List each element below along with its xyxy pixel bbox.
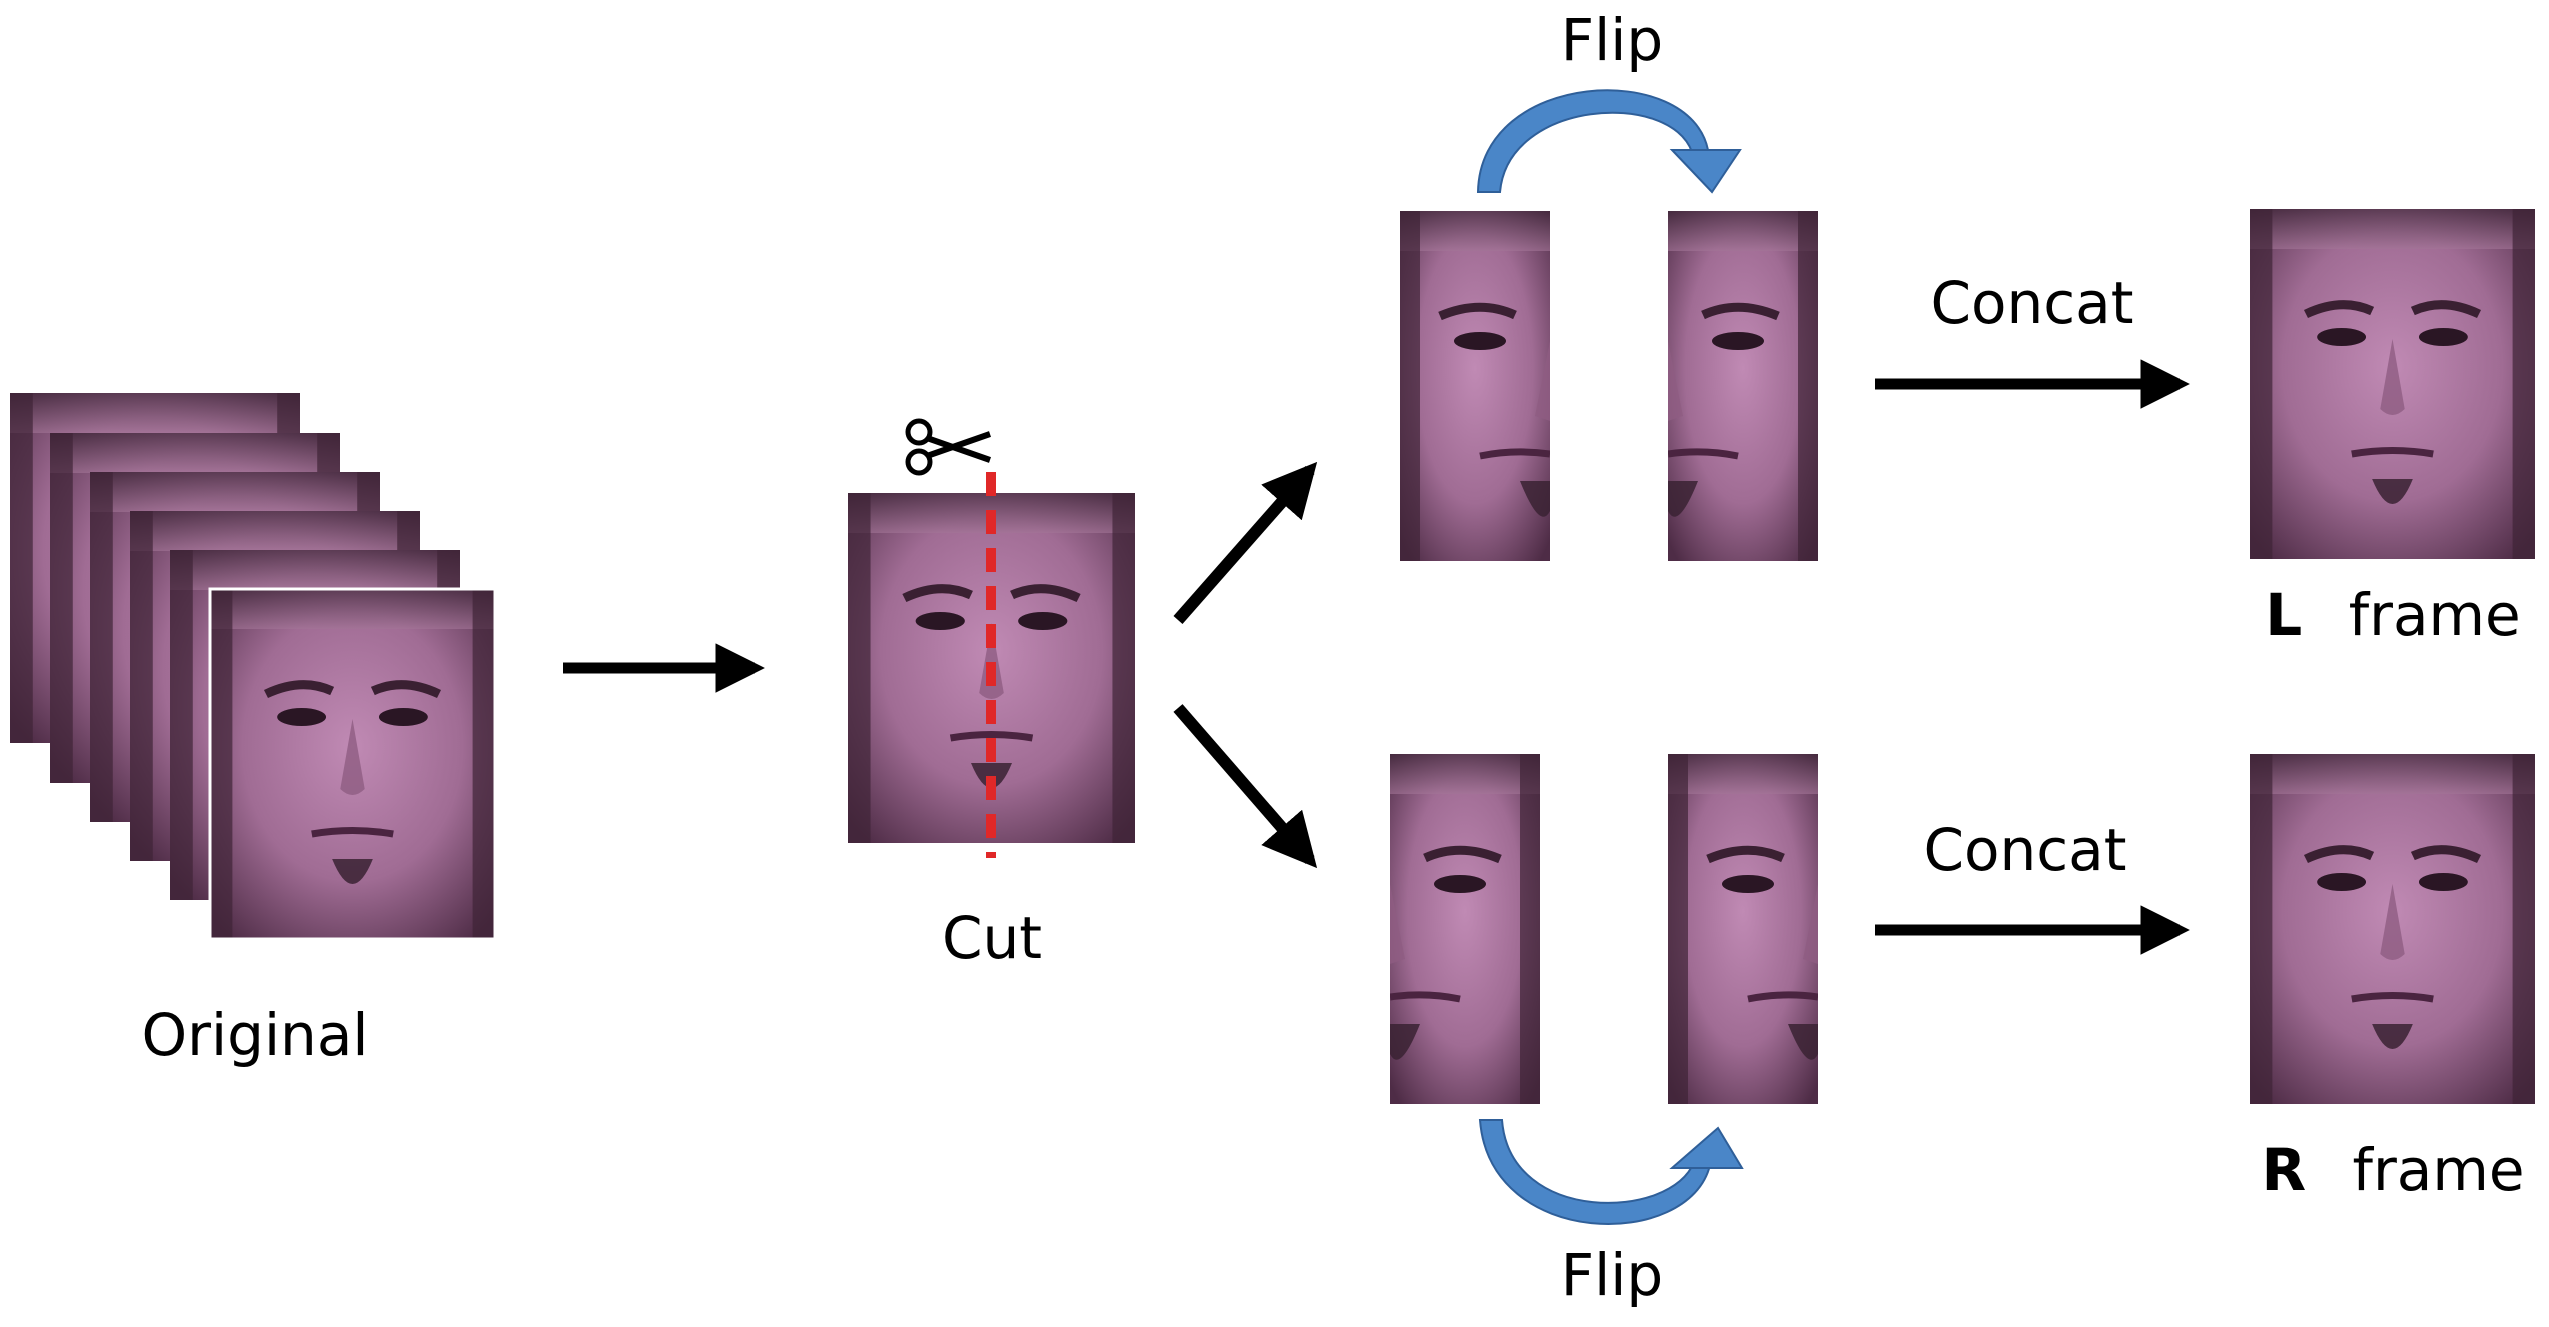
flip-arrow-top <box>1476 89 1742 194</box>
l-letter: L <box>2265 581 2302 649</box>
top-half-right <box>1668 211 1818 561</box>
r-frame-label: R frame <box>2261 1136 2524 1204</box>
l-frame-image <box>2250 209 2535 559</box>
r-letter: R <box>2261 1136 2306 1204</box>
cut-label: Cut <box>942 904 1042 972</box>
scissors-icon <box>905 418 991 476</box>
l-frame-word: frame <box>2349 581 2521 649</box>
flip-top-label: Flip <box>1561 6 1663 74</box>
flip-bottom-label: Flip <box>1561 1241 1663 1309</box>
top-half-left <box>1400 211 1550 561</box>
concat-bottom-label: Concat <box>1924 816 2127 884</box>
concat-top-label: Concat <box>1931 269 2134 337</box>
r-frame-word: frame <box>2353 1136 2525 1204</box>
r-frame-image <box>2250 754 2535 1104</box>
original-frame-stack <box>10 393 497 941</box>
flip-arrow-bottom <box>1478 1119 1744 1225</box>
arrow-to-top-branch <box>1173 461 1318 624</box>
original-frame-6 <box>210 589 495 939</box>
bottom-half-right <box>1668 754 1818 1104</box>
bottom-half-left <box>1390 754 1540 1104</box>
l-frame-label: L frame <box>2265 581 2520 649</box>
arrow-to-bottom-branch <box>1173 704 1318 869</box>
original-label: Original <box>142 1001 369 1069</box>
